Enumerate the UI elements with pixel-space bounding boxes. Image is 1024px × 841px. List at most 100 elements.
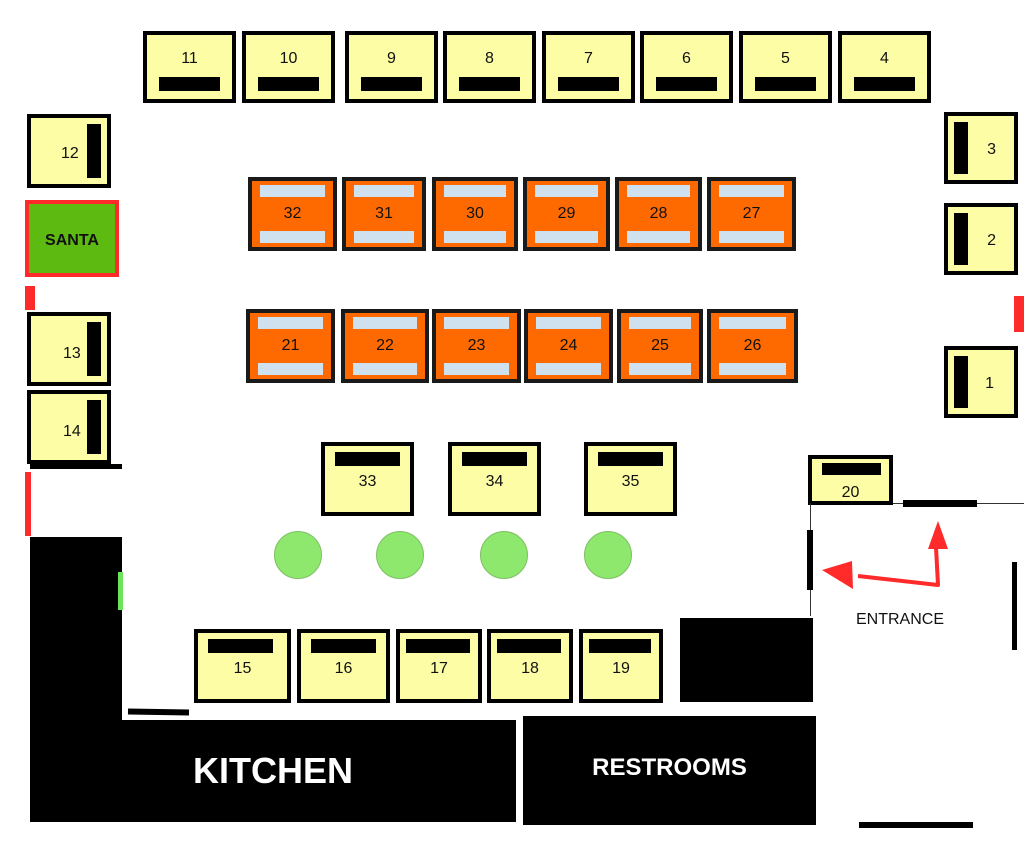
table-cushion [443,185,507,197]
table-27[interactable]: 27 [707,177,796,251]
round-table-4[interactable] [584,531,632,579]
booth-number: 9 [387,50,396,67]
booth-13[interactable]: 13 [27,312,111,386]
table-cushion [719,317,786,329]
table-number: 32 [283,205,302,222]
booth-seat [208,639,273,653]
door-right[interactable] [1012,562,1017,650]
table-number: 29 [557,205,576,222]
booth-35[interactable]: 35 [584,442,677,516]
booth-seat [159,77,220,91]
booth-33[interactable]: 33 [321,442,414,516]
kitchen-block: KITCHEN [30,720,516,822]
kitchen-label: KITCHEN [193,750,353,791]
table-cushion [353,185,415,197]
table-26[interactable]: 26 [707,309,798,383]
table-23[interactable]: 23 [432,309,521,383]
booth-number: 13 [63,345,81,362]
table-number: 25 [651,337,669,354]
door-top[interactable] [903,500,977,507]
booth-seat [462,452,527,466]
table-28[interactable]: 28 [615,177,702,251]
table-cushion [444,363,509,375]
table-22[interactable]: 22 [341,309,429,383]
booth-seat [954,356,968,408]
table-cushion [626,185,691,197]
booth-number: 33 [358,473,377,490]
booth-10[interactable]: 10 [242,31,335,103]
booth-18[interactable]: 18 [487,629,573,703]
booth-number: 15 [233,660,252,677]
table-number: 27 [742,205,761,222]
table-cushion [258,317,323,329]
restrooms-block: RESTROOMS [523,716,816,825]
booth-9[interactable]: 9 [345,31,438,103]
table-32[interactable]: 32 [248,177,337,251]
table-number: 28 [649,205,668,222]
table-number: 22 [376,337,394,354]
booth-seat [87,322,101,376]
booth-34[interactable]: 34 [448,442,541,516]
table-number: 21 [281,337,300,354]
booth-number: 16 [334,660,353,677]
table-cushion [260,185,325,197]
booth-number: 35 [621,473,640,490]
booth-number: 2 [987,232,996,249]
table-cushion [534,231,599,243]
booth-seat [589,639,651,653]
santa-label: SANTA [45,232,99,249]
booth-number: 17 [430,660,448,677]
booth-number: 18 [521,660,539,677]
booth-4[interactable]: 4 [838,31,931,103]
table-cushion [353,231,415,243]
booth-number: 5 [781,50,790,67]
booth-5[interactable]: 5 [739,31,832,103]
booth-seat [822,463,881,475]
table-31[interactable]: 31 [342,177,426,251]
door-bottom[interactable] [859,822,973,828]
booth-number: 10 [279,50,298,67]
service-counter [30,537,122,720]
table-21[interactable]: 21 [246,309,335,383]
service-counter-light [118,572,123,610]
santa-area[interactable]: SANTA [25,200,119,277]
host-stand-block [680,618,813,702]
booth-number: 14 [63,423,81,440]
door-left[interactable] [807,530,813,590]
booth-3[interactable]: 3 [944,112,1018,184]
table-cushion [628,317,692,329]
booth-6[interactable]: 6 [640,31,733,103]
booth-7[interactable]: 7 [542,31,635,103]
booth-11[interactable]: 11 [143,31,236,103]
round-table-3[interactable] [480,531,528,579]
entrance-label: ENTRANCE [856,611,945,628]
booth-number: 20 [841,484,860,501]
restrooms-label: RESTROOMS [592,754,747,781]
table-25[interactable]: 25 [617,309,703,383]
booth-1[interactable]: 1 [944,346,1018,418]
booth-17[interactable]: 17 [396,629,482,703]
booth-8[interactable]: 8 [443,31,536,103]
booth-seat [87,400,101,454]
booth-number: 11 [181,50,198,67]
table-30[interactable]: 30 [432,177,518,251]
booth-2[interactable]: 2 [944,203,1018,275]
wall-segment [30,464,122,469]
round-table-2[interactable] [376,531,424,579]
round-table-1[interactable] [274,531,322,579]
booth-15[interactable]: 15 [194,629,291,703]
table-24[interactable]: 24 [524,309,613,383]
booth-20[interactable]: 20 [808,455,893,505]
booth-12[interactable]: 12 [27,114,111,188]
table-cushion [719,363,786,375]
table-cushion [536,317,601,329]
table-29[interactable]: 29 [523,177,610,251]
booth-number: 1 [985,375,994,392]
booth-seat [755,77,816,91]
booth-seat [656,77,717,91]
table-cushion [536,363,601,375]
booth-14[interactable]: 14 [27,390,111,464]
booth-16[interactable]: 16 [297,629,390,703]
booth-19[interactable]: 19 [579,629,663,703]
